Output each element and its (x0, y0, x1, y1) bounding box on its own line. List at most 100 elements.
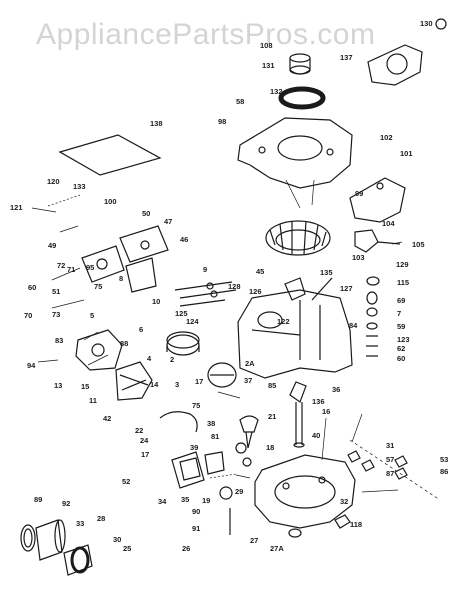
part-drawing-17-18 (347, 450, 408, 480)
part-drawing-valves (174, 281, 237, 307)
part-number-label: 83 (55, 336, 64, 345)
part-drawing-19 (219, 486, 233, 500)
part-number-label: 94 (27, 361, 36, 370)
part-number-label: 100 (104, 197, 117, 206)
part-drawing-crankshaft (289, 381, 307, 448)
part-number-label: 31 (386, 441, 395, 450)
part-number-label: 2 (170, 355, 175, 364)
part-number-label: 53 (440, 455, 449, 464)
part-number-label: 17 (195, 377, 204, 386)
part-number-label: 19 (202, 496, 211, 505)
part-number-label: 121 (10, 203, 23, 212)
part-number-label: 26 (182, 544, 191, 553)
part-number-label: 21 (268, 412, 277, 421)
part-number-label: 128 (228, 282, 241, 291)
part-number-label: 17 (141, 450, 150, 459)
part-drawing-95 (81, 245, 125, 283)
part-drawing-85 (115, 361, 153, 401)
part-drawing-24 (242, 457, 252, 467)
part-number-label: 123 (397, 335, 410, 344)
part-drawing-137 (367, 44, 423, 86)
part-number-label: 51 (52, 287, 61, 296)
part-number-label: 3 (175, 380, 180, 389)
part-number-label: 27 (250, 536, 259, 545)
part-number-label: 105 (412, 240, 425, 249)
part-number-label: 39 (190, 443, 199, 452)
part-number-label: 58 (236, 97, 245, 106)
part-drawing-16 (159, 411, 198, 433)
part-number-label: 42 (103, 414, 112, 423)
leader-lines (31, 179, 441, 501)
part-number-label: 89 (34, 495, 43, 504)
part-number-label: 124 (186, 317, 199, 326)
part-number-label: 98 (218, 117, 227, 126)
part-drawing-91 (63, 544, 93, 576)
part-number-label: 11 (89, 396, 97, 405)
part-number-label: 4 (147, 354, 152, 363)
part-number-label: 91 (192, 524, 201, 533)
part-number-label: 13 (54, 381, 63, 390)
part-number-label: 126 (249, 287, 262, 296)
part-number-label: 75 (192, 401, 201, 410)
part-drawing-piston (166, 331, 200, 356)
part-drawing-28 (334, 514, 351, 529)
part-number-label: 34 (158, 497, 167, 506)
part-drawing-piston-2 (207, 362, 237, 388)
part-number-label: 46 (180, 235, 189, 244)
part-drawing-27 (288, 528, 302, 538)
part-drawing-33 (171, 451, 205, 489)
part-number-label: 2A (245, 359, 255, 368)
part-number-label: 115 (397, 278, 410, 287)
part-drawing-block (237, 289, 353, 379)
part-number-label: 32 (340, 497, 349, 506)
part-number-label: 71 (67, 265, 76, 274)
part-number-label: 133 (73, 182, 86, 191)
part-drawing-115 (311, 277, 333, 301)
part-number-label: 60 (397, 354, 406, 363)
part-number-label: 125 (175, 309, 188, 318)
part-number-label: 22 (135, 426, 144, 435)
part-number-label: 84 (349, 321, 358, 330)
part-number-label: 38 (207, 419, 216, 428)
part-number-label: 132 (270, 87, 283, 96)
part-number-label: 6 (139, 325, 144, 334)
part-number-label: 40 (312, 431, 321, 440)
part-number-label: 118 (350, 520, 363, 529)
part-number-label: 7 (397, 309, 402, 318)
part-number-label: 86 (440, 467, 449, 476)
part-number-label: 87 (386, 469, 395, 478)
part-number-label: 50 (142, 209, 151, 218)
part-number-label: 29 (235, 487, 244, 496)
part-drawing-flywheel (265, 220, 331, 256)
part-number-label: 33 (76, 519, 85, 528)
part-number-label: 59 (397, 322, 406, 331)
part-number-label: 9 (203, 265, 208, 274)
part-number-label: 129 (396, 260, 409, 269)
part-number-label: 122 (277, 317, 290, 326)
part-number-label: 88 (120, 339, 129, 348)
part-drawing-22 (235, 442, 247, 454)
part-number-label: 90 (192, 507, 201, 516)
part-number-label: 120 (47, 177, 60, 186)
part-number-label: 137 (340, 53, 353, 62)
part-drawing-86 (35, 519, 66, 561)
part-number-label: 101 (400, 149, 413, 158)
part-drawing-87 (20, 524, 36, 552)
part-number-label: 104 (382, 219, 395, 228)
part-number-label: 36 (332, 385, 341, 394)
part-drawing-135 (284, 277, 306, 301)
part-drawing-carburetor (75, 329, 123, 371)
part-number-label: 14 (150, 380, 159, 389)
part-number-label: 47 (164, 217, 173, 226)
part-number-label: 37 (244, 376, 253, 385)
part-number-label: 28 (97, 514, 106, 523)
part-number-label: 25 (123, 544, 132, 553)
part-drawing-sump (254, 454, 356, 529)
part-number-label: 35 (181, 495, 190, 504)
part-number-label: 16 (322, 407, 331, 416)
part-drawing-46 (119, 225, 169, 263)
part-drawing-101 (349, 177, 406, 223)
part-number-label: 30 (113, 535, 122, 544)
part-number-label: 135 (320, 268, 333, 277)
